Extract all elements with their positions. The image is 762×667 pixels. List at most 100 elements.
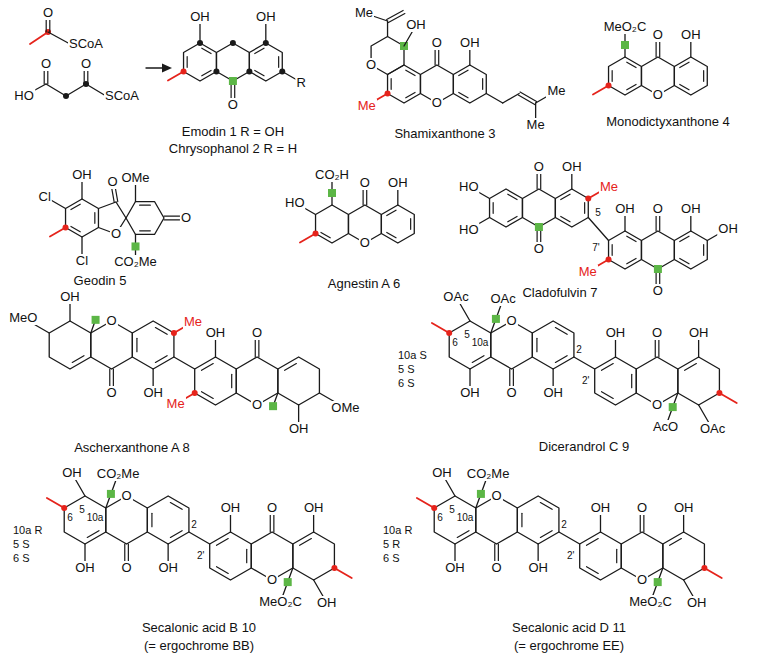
atom-label: OAc	[489, 292, 516, 306]
hexagon-ring	[216, 43, 249, 81]
atom-label: O	[266, 573, 278, 587]
label-square	[669, 403, 677, 411]
ring-double-bond	[612, 245, 613, 256]
atom-label: O	[431, 96, 443, 110]
compound-name: Ascherxanthone A 8	[73, 441, 191, 455]
hexagon-ring	[210, 532, 252, 580]
atom-label: OH	[444, 561, 466, 575]
ring-double-bond	[540, 531, 552, 538]
compound-name: Shamixanthone 3	[393, 127, 496, 141]
ring-double-bond	[278, 57, 279, 68]
hexagon-ring	[293, 532, 335, 580]
label-square	[269, 402, 277, 410]
bond-line	[588, 218, 608, 241]
atom-label: MeO₂C	[628, 595, 673, 609]
locant-number: 5	[79, 504, 85, 515]
atom-label: O	[227, 98, 239, 112]
atom-label: O	[110, 227, 122, 241]
ring-double-bond	[508, 216, 517, 221]
ring-double-bond	[508, 194, 517, 199]
atom-label: OH	[157, 561, 179, 575]
locant-number: 5	[595, 207, 601, 218]
hexagon-ring	[49, 321, 91, 369]
compound-name: Cladofulvin 7	[521, 286, 598, 300]
structure-drawings	[23, 10, 737, 602]
ring-double-bond	[140, 205, 151, 206]
ring-double-bond	[680, 84, 689, 89]
locant-number: 2	[561, 519, 567, 530]
double-bond-line	[518, 95, 534, 105]
methyl-label: Me	[166, 397, 186, 411]
ring-double-bond	[602, 364, 614, 371]
ring-double-bond	[627, 236, 636, 241]
label-square	[621, 41, 629, 49]
atom-label: SCoA	[104, 89, 140, 103]
label-square	[92, 316, 100, 324]
hexagon-ring	[278, 357, 320, 405]
atom-label: SCoA	[68, 37, 104, 51]
hexagon-ring	[195, 357, 237, 405]
bond-line	[48, 32, 70, 44]
atom-label: O	[106, 386, 118, 400]
hexagon-ring	[555, 189, 588, 227]
atom-label: O	[251, 326, 263, 340]
atom-label: O	[80, 57, 92, 71]
bond-line	[66, 84, 86, 96]
atom-label: OH	[673, 501, 695, 515]
compound-name: (= ergochrome BB)	[143, 639, 255, 653]
atom-label: OH	[220, 501, 242, 515]
atom-label: OH	[459, 386, 481, 400]
methyl-label: Me	[357, 99, 377, 113]
atom-label: O	[491, 489, 503, 503]
ring-double-bond	[72, 356, 84, 363]
hexagon-ring	[126, 202, 164, 235]
atom-label: OH	[255, 10, 277, 24]
atom-label: OH	[686, 596, 708, 610]
ring-double-bond	[151, 513, 152, 526]
atom-label: OH	[205, 326, 227, 340]
ring-double-bond	[170, 503, 182, 510]
ring-double-bond	[71, 226, 80, 231]
ring-double-bond	[627, 62, 636, 67]
atom-label: R	[296, 76, 307, 90]
atom-label: O	[652, 88, 664, 102]
bond-line	[574, 357, 595, 369]
ring-double-bond	[561, 194, 570, 199]
atom-label: OH	[288, 422, 310, 436]
atom-label: HO	[13, 89, 35, 103]
ring-double-bond	[87, 531, 99, 538]
locant-number: 10a	[457, 512, 474, 523]
ring-double-bond	[627, 258, 636, 263]
atom-label: O	[533, 242, 545, 256]
compound-name: Agnestin A 6	[327, 277, 401, 291]
hexagon-ring	[449, 321, 491, 369]
atom-label: OH	[71, 168, 93, 182]
hexagon-ring	[106, 496, 148, 544]
locant-number: 2'	[197, 550, 204, 561]
ring-double-bond	[406, 70, 415, 75]
stereo-descriptor: 6 S	[382, 552, 401, 564]
atom-label: O	[506, 386, 518, 400]
label-square	[492, 315, 500, 323]
atom-label: Me	[546, 84, 566, 98]
hexagon-ring	[490, 189, 523, 227]
stereo-descriptor: 5 S	[397, 363, 416, 375]
ring-double-bond	[255, 48, 264, 53]
hexagon-ring	[532, 321, 574, 369]
atom-label: Cl	[75, 254, 89, 268]
atom-label: CO₂Me	[113, 255, 158, 269]
atom-label: OH	[74, 561, 96, 575]
hexagon-ring	[453, 65, 486, 103]
label-square	[477, 490, 485, 498]
bond-line	[417, 498, 434, 508]
locant-number: 6	[437, 512, 443, 523]
compound-name: Monodictyxanthone 4	[605, 115, 731, 129]
ring-double-bond	[410, 219, 411, 230]
atom-label: OH	[614, 202, 636, 216]
label-dot	[246, 69, 252, 75]
ring-double-bond	[703, 71, 704, 82]
locant-number: 6	[452, 337, 458, 348]
atom-label: OH	[405, 18, 427, 32]
double-bond-line	[520, 92, 536, 102]
methyl-label: Me	[599, 180, 619, 194]
